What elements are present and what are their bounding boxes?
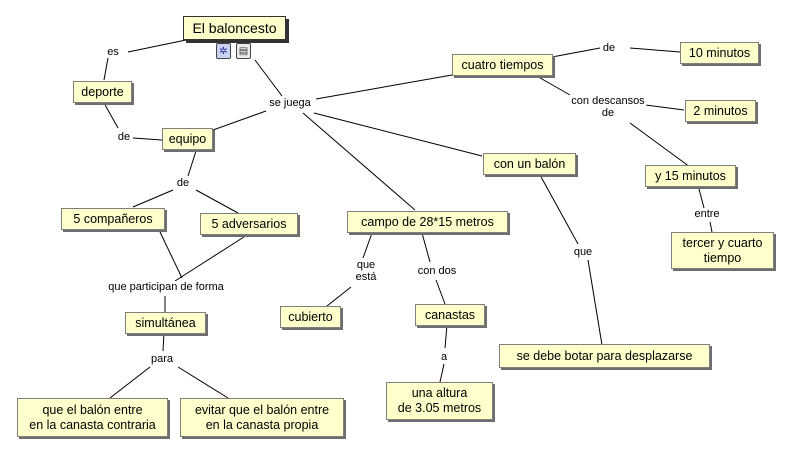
link-entre: entre xyxy=(692,208,722,220)
concept-campo[interactable]: campo de 28*15 metros xyxy=(347,211,508,233)
concept-simultanea[interactable]: simultánea xyxy=(125,312,206,334)
link-es: es xyxy=(105,46,121,58)
link-con-dos: con dos xyxy=(415,265,459,277)
concept-map-icon[interactable]: ✲ xyxy=(216,43,231,59)
link-con-descansos: con descansos de xyxy=(569,95,647,119)
link-para: para xyxy=(148,353,176,365)
concept-con-balon[interactable]: con un balón xyxy=(483,153,576,175)
link-que-esta: que está xyxy=(353,259,379,283)
document-icon[interactable]: ▤ xyxy=(236,43,251,59)
link-de-deporte: de xyxy=(115,131,133,143)
concept-canasta-propia[interactable]: evitar que el balón entre en la canasta … xyxy=(180,398,344,437)
concept-equipo[interactable]: equipo xyxy=(162,128,213,150)
link-de-tiempos: de xyxy=(600,42,618,54)
concept-5-companeros[interactable]: 5 compañeros xyxy=(61,208,165,230)
concept-15-minutos[interactable]: y 15 minutos xyxy=(645,165,736,187)
concept-deporte[interactable]: deporte xyxy=(73,81,132,103)
link-de-equipo: de xyxy=(174,177,192,189)
link-que-participan: que participan de forma xyxy=(106,281,226,293)
concept-botar[interactable]: se debe botar para desplazarse xyxy=(499,344,710,368)
concept-10-minutos[interactable]: 10 minutos xyxy=(680,42,759,64)
concept-cubierto[interactable]: cubierto xyxy=(280,306,341,328)
link-que-balon: que xyxy=(571,246,595,258)
concept-cuatro-tiempos[interactable]: cuatro tiempos xyxy=(452,54,553,76)
concept-root[interactable]: El baloncesto xyxy=(183,16,286,40)
link-a: a xyxy=(438,351,450,363)
link-se-juega: se juega xyxy=(267,97,313,109)
concept-5-adversarios[interactable]: 5 adversarios xyxy=(200,213,298,235)
concept-canastas[interactable]: canastas xyxy=(415,304,485,326)
concept-canasta-contraria[interactable]: que el balón entre en la canasta contrar… xyxy=(17,398,168,437)
concept-altura[interactable]: una altura de 3.05 metros xyxy=(386,382,493,420)
concept-2-minutos[interactable]: 2 minutos xyxy=(685,100,756,122)
concept-tercer-cuarto[interactable]: tercer y cuarto tiempo xyxy=(671,232,774,269)
